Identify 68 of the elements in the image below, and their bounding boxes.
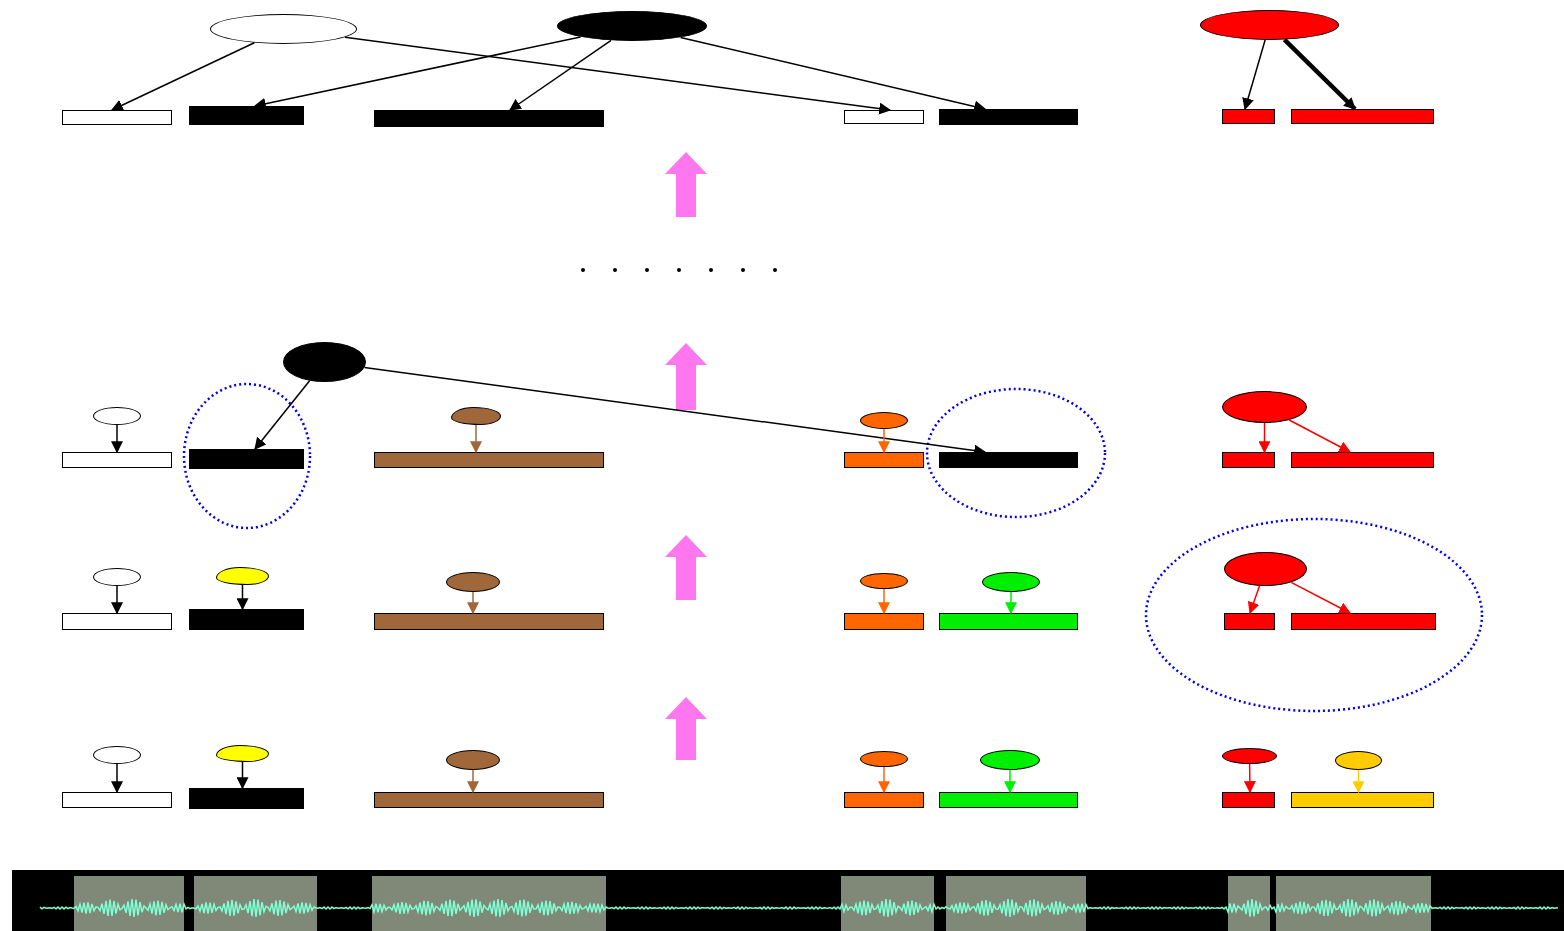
- segment-bar: [1291, 613, 1436, 630]
- cluster-ellipse: [860, 573, 908, 589]
- segment-bar: [62, 452, 172, 468]
- cluster-ellipse: [446, 750, 500, 770]
- cluster-ellipse: [982, 572, 1040, 592]
- segment-bar: [844, 110, 924, 124]
- arrow: [1004, 769, 1016, 794]
- segment-bar: [1222, 452, 1275, 468]
- arrow: [1352, 769, 1365, 794]
- segment-bar: [1222, 792, 1275, 808]
- segment-bar: [374, 452, 604, 468]
- segment-bar: [1224, 613, 1275, 630]
- segment-bar: [62, 613, 172, 630]
- cluster-ellipse: [93, 568, 141, 586]
- segment-bar: [939, 109, 1078, 125]
- segment-bar: [374, 613, 604, 630]
- segment-bar: [1291, 792, 1434, 808]
- segment-bar: [374, 110, 604, 127]
- segment-bar: [844, 452, 924, 468]
- arrow: [111, 424, 123, 454]
- arrow: [254, 379, 311, 450]
- cluster-cloud: [216, 567, 269, 585]
- cluster-ellipse: [1335, 751, 1382, 770]
- cluster-cloud: [216, 745, 269, 762]
- segment-bar: [1222, 109, 1275, 124]
- arrow: [470, 424, 482, 454]
- arrow: [111, 585, 123, 615]
- arrow: [1242, 39, 1266, 111]
- segment-bar: [189, 106, 304, 125]
- cluster-ellipse: [446, 572, 500, 592]
- cluster-ellipse: [860, 751, 908, 767]
- arrow: [236, 761, 249, 790]
- arrow: [878, 588, 890, 615]
- segment-bar: [844, 613, 924, 630]
- cluster-ellipse: [93, 407, 141, 425]
- arrow: [1005, 591, 1017, 615]
- cluster-cloud: [451, 407, 501, 425]
- arrow: [1258, 422, 1271, 454]
- segment-bar: [62, 792, 172, 808]
- arrow: [878, 766, 890, 794]
- arrow: [1247, 585, 1261, 615]
- segment-bar: [939, 792, 1078, 808]
- cluster-ellipse: [860, 412, 908, 429]
- segment-bar: [939, 452, 1078, 468]
- arrow: [344, 36, 892, 115]
- segment-bar: [374, 792, 604, 808]
- arrow: [1290, 581, 1352, 614]
- arrow: [1288, 419, 1352, 453]
- segment-bar: [189, 609, 304, 630]
- segment-bar: [844, 792, 924, 808]
- arrow: [111, 763, 123, 794]
- arrow: [509, 39, 612, 111]
- arrow: [1282, 38, 1357, 111]
- segment-bar: [189, 788, 304, 809]
- arrow: [110, 42, 256, 111]
- segment-bar: [189, 449, 304, 469]
- segment-bar: [939, 613, 1078, 630]
- segment-bar: [62, 110, 172, 125]
- cluster-ellipse: [1222, 748, 1277, 764]
- arrow: [1243, 763, 1256, 794]
- segment-bar: [1291, 109, 1434, 124]
- arrow: [236, 584, 249, 611]
- arrow: [467, 769, 479, 794]
- cluster-ellipse: [93, 746, 141, 764]
- cluster-ellipse: [980, 750, 1040, 770]
- arrow: [878, 428, 890, 454]
- segment-bar: [1291, 452, 1434, 468]
- arrow: [467, 591, 479, 615]
